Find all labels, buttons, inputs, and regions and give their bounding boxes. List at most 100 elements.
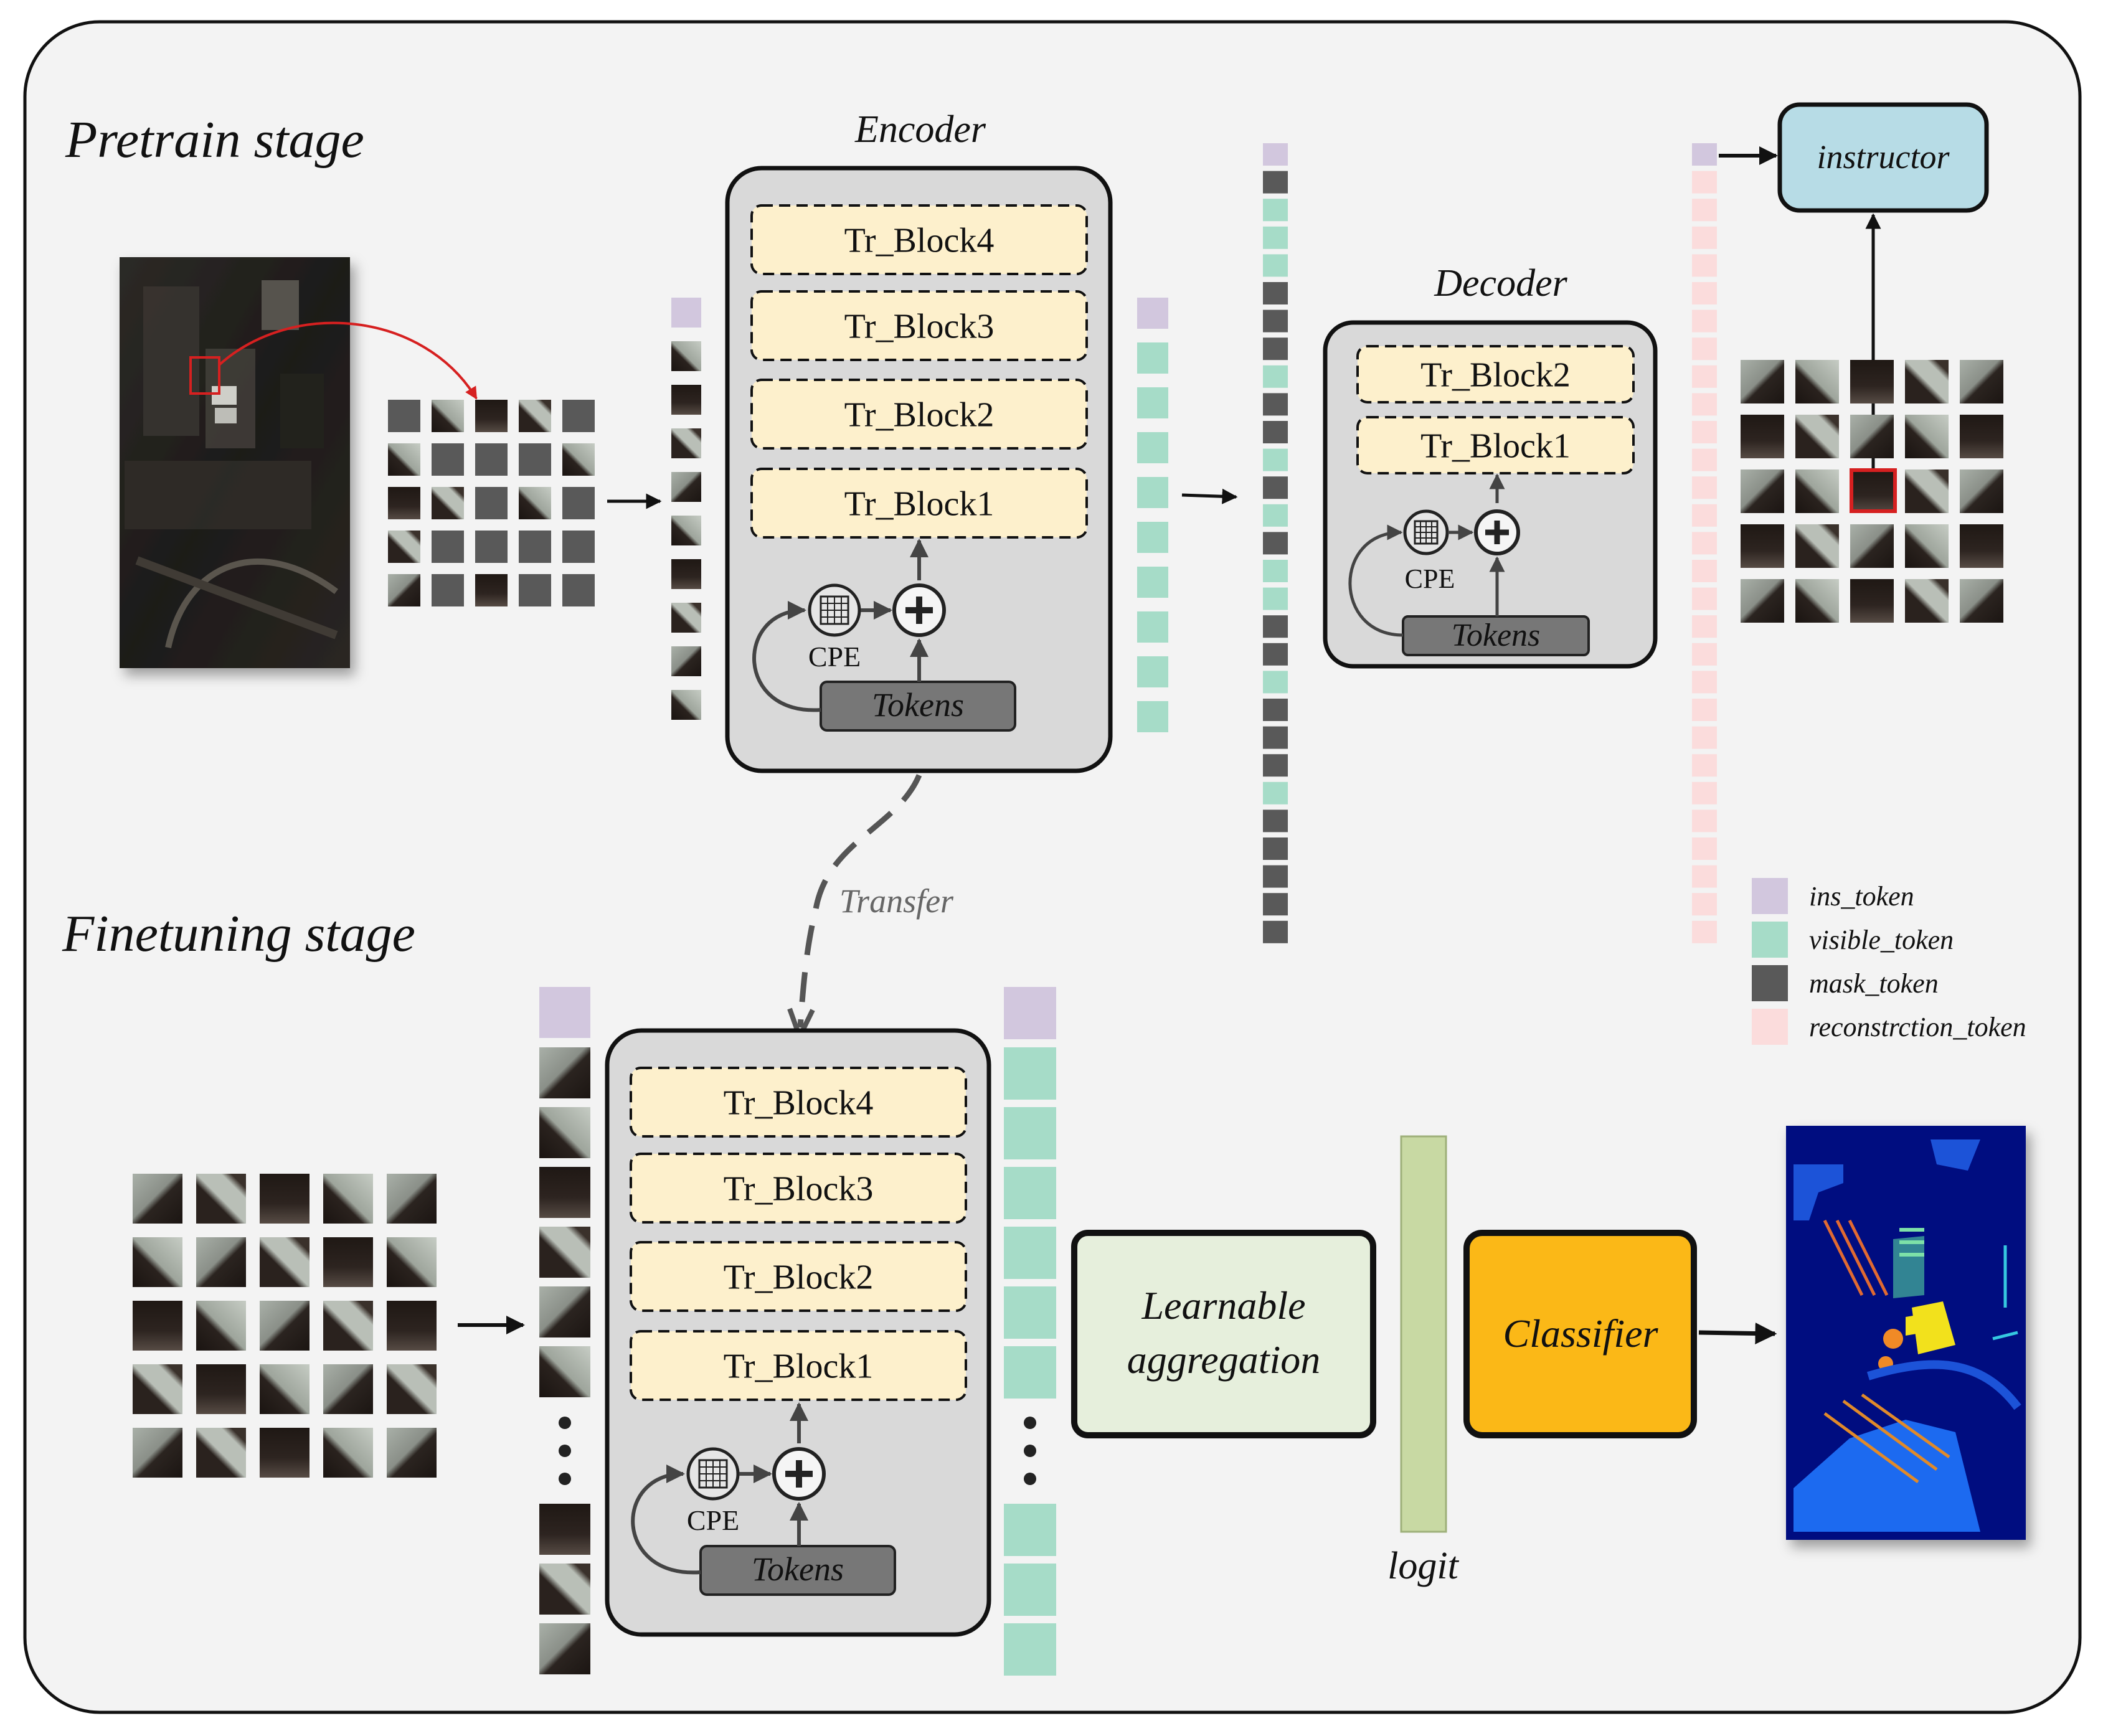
visible-token <box>1263 254 1288 277</box>
reconstructed-patch <box>1741 524 1784 568</box>
transformer-block-label: Tr_Block2 <box>844 396 995 435</box>
transformer-block-label: Tr_Block2 <box>1420 356 1571 395</box>
transformer-block <box>750 379 1088 450</box>
output-token <box>1004 1564 1056 1616</box>
patch-token <box>539 1623 590 1674</box>
input-patch <box>133 1364 182 1414</box>
legend-swatch <box>1752 878 1788 914</box>
mask-token <box>1263 532 1288 555</box>
masked-patch <box>475 443 508 476</box>
visible-token <box>1263 199 1288 222</box>
transformer-block <box>630 1330 967 1401</box>
transformer-block <box>750 290 1088 361</box>
masked-patch <box>388 400 420 432</box>
masked-patch <box>432 531 464 563</box>
patch-token <box>671 516 701 545</box>
masked-patch <box>519 574 551 606</box>
patch-token <box>671 603 701 633</box>
cpe-icon <box>1403 509 1449 555</box>
reconstructed-patch <box>1850 524 1894 568</box>
transformer-block <box>630 1153 967 1224</box>
visible-patch <box>475 400 508 432</box>
masked-patch <box>475 531 508 563</box>
reconstruction-token <box>1692 671 1717 694</box>
mask-token <box>1263 476 1288 499</box>
patch-token <box>671 341 701 371</box>
ins-token <box>671 298 701 328</box>
reconstructed-patch <box>1850 469 1894 513</box>
masked-patch <box>519 531 551 563</box>
input-patch <box>133 1174 182 1224</box>
reconstruction-token <box>1692 282 1717 304</box>
reconstructed-patch <box>1905 469 1949 513</box>
ellipsis-dot <box>559 1473 571 1485</box>
reconstructed-patch <box>1850 579 1894 623</box>
reconstruction-token <box>1692 726 1717 749</box>
input-patch <box>387 1364 437 1414</box>
transformer-block <box>1356 416 1635 474</box>
visible-token <box>1137 611 1168 643</box>
tokens-label: Tokens <box>872 686 964 724</box>
instructor-label: instructor <box>1817 138 1950 176</box>
ins-token <box>1263 143 1288 166</box>
masked-patch <box>432 443 464 476</box>
reconstruction-token <box>1692 532 1717 555</box>
reconstructed-patch <box>1960 469 2003 513</box>
reconstructed-patch-grid <box>1741 360 2003 623</box>
patch-token <box>671 428 701 458</box>
visible-token <box>1263 671 1288 694</box>
patch-token <box>671 646 701 676</box>
ins-token <box>539 987 590 1038</box>
transformer-block-label: Tr_Block1 <box>1420 427 1571 466</box>
pretrain-input-token-column <box>671 298 701 720</box>
visible-patch <box>562 443 595 476</box>
finetune-input-token-column <box>539 987 590 1674</box>
classification-map-image <box>1786 1126 2026 1540</box>
classifier-label: Classifier <box>1503 1311 1659 1356</box>
legend-swatch <box>1752 1009 1788 1045</box>
transformer-block-label: Tr_Block3 <box>724 1170 874 1209</box>
mask-token <box>1263 837 1288 860</box>
reconstructed-patch <box>1960 524 2003 568</box>
output-token <box>1004 1346 1056 1399</box>
add-icon <box>1474 509 1520 555</box>
patch-token <box>539 1227 590 1278</box>
add-icon <box>892 583 946 637</box>
reconstruction-token <box>1692 781 1717 804</box>
reconstructed-patch <box>1795 360 1839 403</box>
visible-token <box>1137 477 1168 508</box>
ins-token <box>1137 298 1168 329</box>
input-patch <box>196 1174 246 1224</box>
input-patch <box>387 1428 437 1478</box>
mask-token <box>1263 809 1288 833</box>
reconstruction-token <box>1692 421 1717 443</box>
visible-token <box>1263 226 1288 249</box>
input-patch <box>260 1364 310 1414</box>
reconstruction-token <box>1692 893 1717 916</box>
visible-token <box>1137 656 1168 687</box>
masked-patch <box>562 574 595 606</box>
ellipsis-dot <box>559 1445 571 1457</box>
reconstructed-patch <box>1741 360 1784 403</box>
visible-patch <box>388 487 420 519</box>
transformer-block <box>750 468 1088 539</box>
reconstructed-patch <box>1905 360 1949 403</box>
input-patch <box>196 1301 246 1351</box>
reconstruction-token <box>1692 337 1717 361</box>
reconstruction-token <box>1692 309 1717 333</box>
transformer-block-label: Tr_Block2 <box>724 1258 874 1297</box>
mask-token <box>1263 893 1288 916</box>
mask-token <box>1263 615 1288 638</box>
zoom-arrow <box>218 321 478 400</box>
output-token <box>1004 1107 1056 1159</box>
reconstruction-token <box>1692 365 1717 388</box>
reconstruction-token <box>1692 171 1717 194</box>
output-token <box>1004 1504 1056 1556</box>
transformer-block-label: Tr_Block4 <box>844 222 995 260</box>
legend-swatch <box>1752 965 1788 1001</box>
mask-token <box>1263 726 1288 749</box>
reconstructed-patch <box>1795 415 1839 458</box>
transformer-block-label: Tr_Block1 <box>724 1347 874 1386</box>
visible-token <box>1137 387 1168 418</box>
